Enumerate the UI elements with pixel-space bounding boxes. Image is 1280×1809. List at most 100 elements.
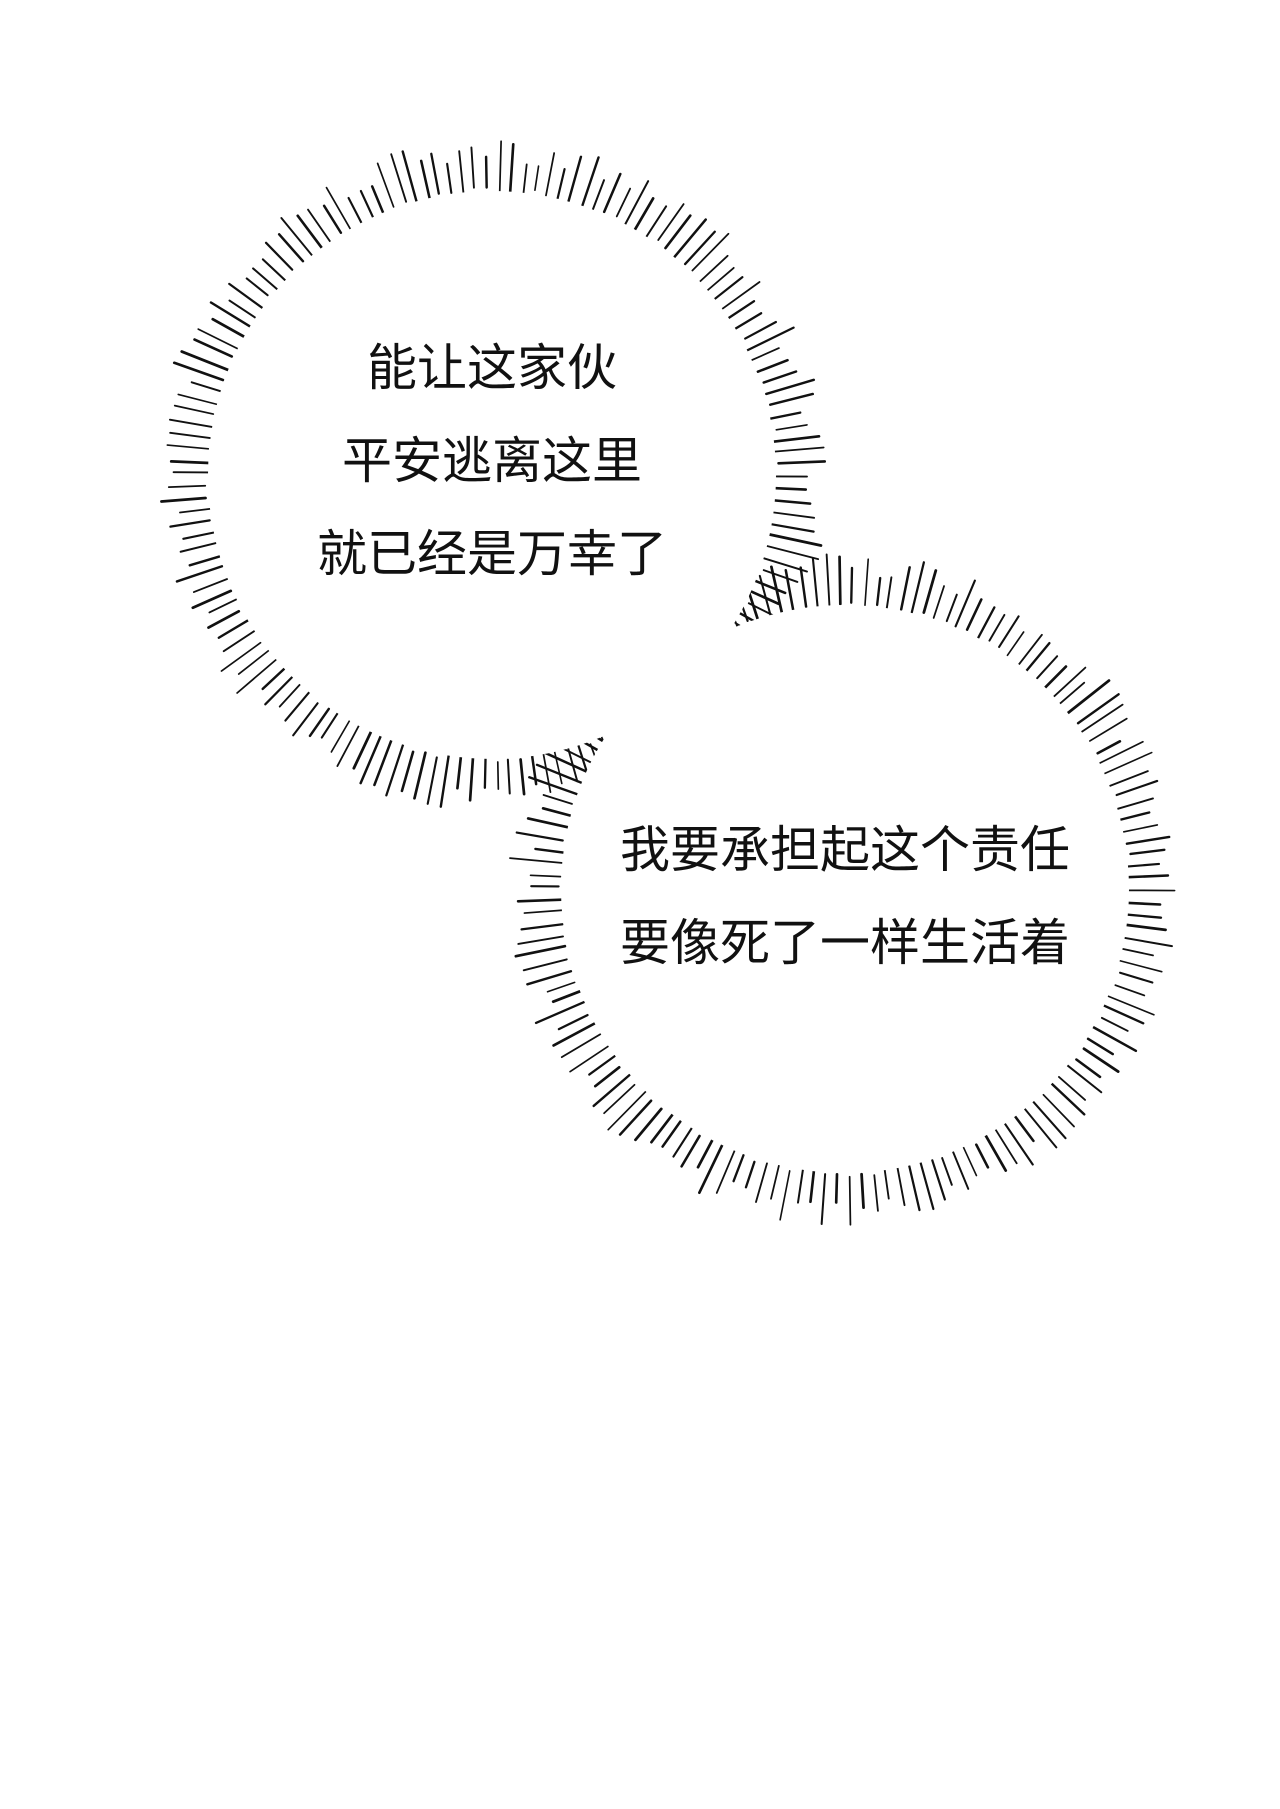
- ray-line: [1101, 751, 1153, 776]
- ray-line: [765, 411, 802, 421]
- ray-line: [711, 276, 744, 302]
- ray-line: [732, 1153, 745, 1183]
- ray-line: [359, 734, 383, 785]
- ray-line: [863, 558, 870, 610]
- ray-line: [899, 566, 911, 611]
- ray-line: [167, 484, 207, 488]
- ray-line: [228, 299, 259, 320]
- ray-line: [519, 758, 526, 796]
- ray-line: [385, 740, 406, 797]
- bubble-1-interior: [208, 191, 776, 759]
- ray-line: [588, 1053, 619, 1076]
- ray-line: [468, 756, 475, 802]
- ray-line: [567, 155, 583, 203]
- ray-line: [197, 328, 240, 351]
- ray-line: [373, 738, 393, 787]
- ray-line: [771, 446, 825, 453]
- ray-line: [1096, 740, 1144, 766]
- ray-line: [456, 755, 463, 790]
- ray-line: [252, 267, 281, 293]
- ray-line: [529, 874, 562, 878]
- ray-line: [322, 204, 343, 234]
- ray-line: [1041, 665, 1068, 692]
- ray-line: [961, 1143, 978, 1177]
- ray-line: [765, 378, 816, 396]
- ray-line: [264, 241, 294, 271]
- ray-line: [873, 1174, 879, 1212]
- ray-line: [743, 326, 795, 353]
- ray-line: [509, 857, 566, 864]
- ray-line: [945, 593, 958, 623]
- ray-line: [169, 431, 215, 440]
- ray-line: [569, 1044, 611, 1073]
- ray-line: [750, 347, 780, 362]
- ray-line: [769, 511, 816, 519]
- ray-line: [683, 230, 716, 266]
- ray-line: [284, 689, 312, 722]
- ray-line: [192, 577, 230, 593]
- ray-line: [207, 609, 241, 629]
- ray-line: [672, 1125, 694, 1158]
- bubble-1-line-1: 能让这家伙: [367, 339, 617, 397]
- ray-line: [264, 674, 295, 706]
- ray-line: [799, 566, 808, 608]
- ray-line: [169, 460, 211, 465]
- ray-line: [1123, 936, 1173, 948]
- ray-line: [623, 180, 650, 227]
- bubble-1-line-3: 就已经是万幸了: [317, 525, 667, 583]
- ray-line: [534, 165, 540, 192]
- ray-line: [834, 1172, 839, 1204]
- ray-line: [217, 619, 250, 639]
- ray-line: [1018, 633, 1043, 666]
- ray-line: [1115, 779, 1159, 797]
- ray-line: [1082, 1047, 1120, 1073]
- ray-line: [998, 615, 1020, 649]
- ray-line: [1100, 1016, 1129, 1032]
- ray-line: [988, 613, 1006, 642]
- ray-line: [580, 156, 600, 209]
- speech-bubble-2: 我要承担起这个责任 要像死了一样生活着: [620, 804, 1070, 990]
- ray-line: [1125, 835, 1171, 845]
- ray-line: [325, 186, 352, 231]
- ray-line: [1123, 874, 1170, 879]
- ray-line: [1024, 641, 1051, 673]
- ray-line: [557, 1013, 589, 1031]
- ray-line: [954, 579, 976, 628]
- ray-line: [1057, 681, 1086, 707]
- ray-line: [1099, 1003, 1145, 1025]
- ray-line: [756, 358, 789, 373]
- ray-line: [160, 496, 207, 503]
- ray-line: [182, 531, 215, 540]
- ray-line: [168, 418, 213, 428]
- ray-line: [1032, 1100, 1067, 1140]
- ray-line: [691, 232, 730, 272]
- ray-line: [556, 167, 566, 200]
- ray-line: [400, 750, 415, 793]
- ray-line: [553, 748, 563, 785]
- ray-line: [245, 277, 269, 297]
- ray-line: [541, 807, 573, 818]
- ray-line: [470, 146, 475, 189]
- ray-line: [1117, 959, 1163, 973]
- ray-line: [965, 598, 983, 631]
- ray-line: [643, 205, 668, 242]
- ray-line: [715, 1148, 737, 1194]
- ray-line: [483, 756, 487, 789]
- ray-line: [261, 258, 288, 283]
- ray-line: [542, 750, 552, 794]
- ray-line: [661, 1120, 682, 1148]
- ray-line: [211, 317, 247, 339]
- ray-line: [1106, 770, 1149, 788]
- ray-line: [484, 155, 488, 189]
- ray-line: [534, 847, 567, 855]
- ray-line: [535, 763, 585, 785]
- ray-line: [222, 628, 258, 653]
- ray-line: [520, 923, 564, 931]
- ray-line: [705, 266, 735, 293]
- ray-line: [910, 561, 926, 614]
- ray-line: [401, 150, 418, 204]
- ray-line: [546, 981, 576, 993]
- ray-line: [413, 751, 427, 800]
- ray-line: [292, 702, 319, 737]
- ray-line: [1119, 971, 1154, 984]
